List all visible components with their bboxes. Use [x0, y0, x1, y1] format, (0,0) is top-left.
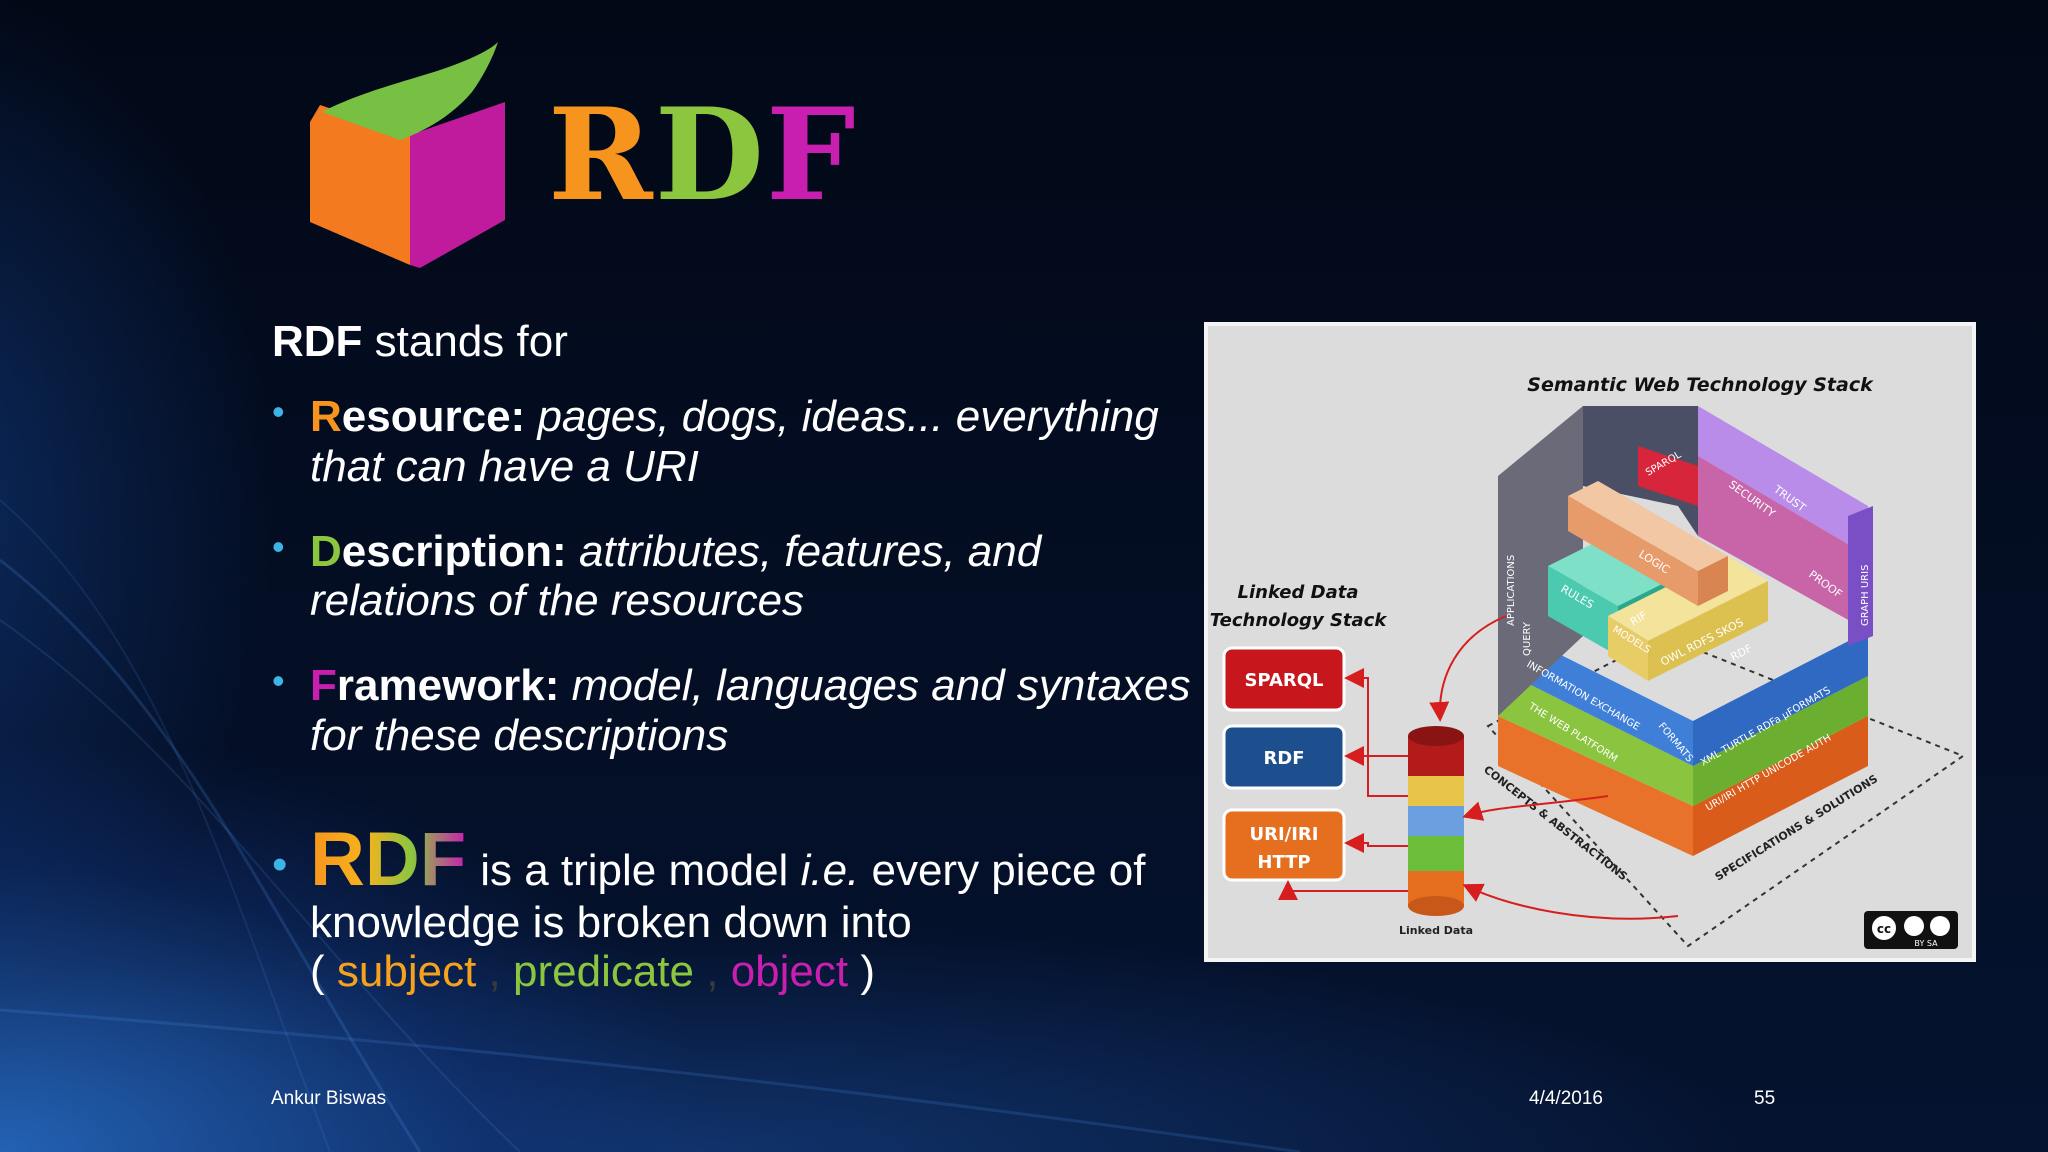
cylinder-label: Linked Data: [1399, 924, 1473, 937]
triple-rdf-big: RDF: [310, 817, 467, 902]
label-query: QUERY: [1522, 621, 1533, 656]
intro-rest: stands for: [362, 317, 568, 366]
triple-text-1: is a triple model: [480, 846, 801, 895]
title-letter-f: F: [765, 81, 858, 229]
sa-icon: [1930, 916, 1950, 936]
box-rdf-label: RDF: [1263, 748, 1304, 769]
wall-trust-top: [1698, 406, 1868, 556]
bullet-letter: D: [310, 526, 342, 576]
block-models: [1608, 616, 1648, 681]
platform-outline: [1486, 634, 1966, 948]
layer-web-platform: [1498, 671, 1693, 806]
license-label: BY SA: [1914, 939, 1938, 948]
stack-diagram: Semantic Web Technology Stack TRUST SECU…: [1210, 374, 1966, 949]
intro-line: RDF stands for: [272, 317, 1202, 366]
triple-text-2: every piece of knowledge is broken down …: [310, 846, 1146, 947]
footer-author: Ankur Biswas: [271, 1088, 387, 1109]
wall-graph-uris: [1848, 506, 1873, 646]
triple-object: object: [730, 947, 849, 997]
triple-predicate: predicate: [513, 947, 695, 997]
triple-ie: i.e.: [800, 846, 860, 895]
box-http-label: HTTP: [1257, 852, 1310, 873]
layer-concepts: [1498, 716, 1693, 856]
wall-proof: [1698, 456, 1868, 631]
rdf-cube-logo: [310, 42, 505, 268]
footer-date: 4/4/2016: [1529, 1088, 1603, 1109]
left-heading-2: Technology Stack: [1210, 610, 1388, 631]
slide-body: RDF stands for • Resource: pages, dogs, …: [272, 317, 1202, 796]
triple-close-paren: ): [848, 947, 876, 997]
title-letter-r: R: [548, 81, 655, 229]
triple-comma: ,: [694, 947, 731, 997]
triple-open-paren: (: [310, 947, 337, 997]
bullet-letter: R: [310, 392, 342, 442]
bullet-text: attributes, features, and relations of t…: [310, 526, 1042, 626]
bullet-text: pages, dogs, ideas... everything that ca…: [310, 392, 1159, 491]
triple-comma: ,: [476, 947, 513, 997]
triple-subject: subject: [336, 947, 477, 997]
block-rules: [1548, 566, 1618, 656]
box-uri-label: URI/IRI: [1249, 824, 1318, 845]
slide-title: RDF: [548, 92, 857, 218]
label-applications: APPLICATIONS: [1506, 555, 1517, 626]
block-logic-side: [1698, 556, 1728, 606]
layer-formats: [1693, 631, 1868, 766]
block-logic-top: [1568, 481, 1728, 571]
rdf-definition-list: • Resource: pages, dogs, ideas... everyt…: [272, 392, 1202, 760]
bullet-word: escription:: [341, 526, 567, 576]
block-rules-top: [1548, 536, 1678, 606]
bullet-dot-icon: •: [272, 391, 285, 433]
by-icon: [1904, 916, 1924, 936]
bullet-description: • Description: attributes, features, and…: [272, 525, 1202, 626]
layer-uri: [1693, 676, 1868, 806]
bullet-text: model, languages and syntaxes for these …: [310, 661, 1191, 760]
bullet-dot-icon: •: [272, 840, 288, 889]
footer-page-number: 55: [1754, 1088, 1776, 1109]
title-letter-d: D: [654, 81, 766, 229]
block-owl: [1648, 581, 1768, 681]
cc-icon: [1870, 914, 1898, 942]
block-sparql: [1638, 446, 1698, 506]
bullet-dot-icon: •: [272, 525, 285, 567]
wall-applications: [1498, 406, 1583, 716]
left-heading-1: Linked Data: [1238, 582, 1359, 603]
bullet-word: ramework:: [336, 661, 560, 711]
bullet-framework: • Framework: model, languages and syntax…: [272, 661, 1202, 760]
bullet-dot-icon: •: [272, 660, 285, 702]
block-logic: [1568, 496, 1698, 606]
bullet-word: esource:: [341, 392, 526, 442]
intro-bold: RDF: [272, 317, 363, 366]
svg-text:cc: cc: [1877, 922, 1891, 936]
box-sparql-label: SPARQL: [1244, 670, 1323, 691]
bullet-resource: • Resource: pages, dogs, ideas... everyt…: [272, 392, 1202, 491]
semantic-web-stack-figure: Semantic Web Technology Stack TRUST SECU…: [1204, 322, 1976, 962]
label-graph-uris: GRAPH URIS: [1860, 565, 1871, 626]
layer-specs: [1693, 716, 1868, 856]
figure-heading: Semantic Web Technology Stack: [1527, 374, 1874, 396]
bullet-letter: F: [310, 661, 337, 711]
